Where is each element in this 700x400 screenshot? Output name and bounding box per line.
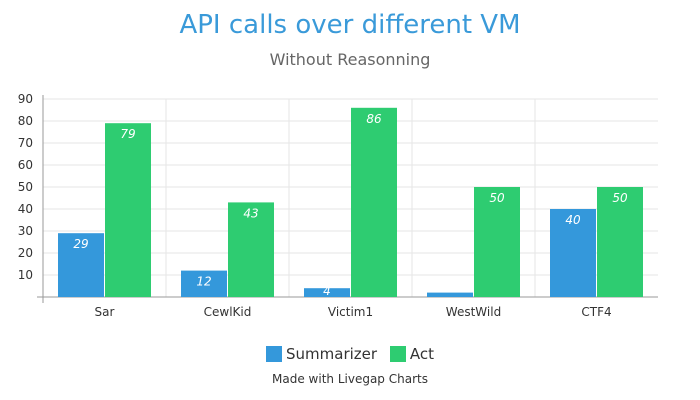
x-tick-label: Sar bbox=[95, 305, 115, 319]
x-tick-label: Victim1 bbox=[328, 305, 373, 319]
chart-footer: Made with Livegap Charts bbox=[272, 372, 428, 386]
bar-summarizer bbox=[304, 288, 350, 297]
chart-subtitle: Without Reasonning bbox=[269, 50, 431, 69]
legend-item-act[interactable]: Act bbox=[389, 345, 434, 363]
y-tick-label: 30 bbox=[18, 224, 33, 238]
legend: Summarizer Act bbox=[0, 345, 700, 366]
data-label-act: 79 bbox=[120, 127, 135, 141]
data-label-summarizer: 29 bbox=[73, 237, 88, 251]
y-tick-label: 70 bbox=[18, 136, 33, 150]
bar-summarizer bbox=[181, 270, 227, 297]
y-tick-label: 20 bbox=[18, 246, 33, 260]
x-tick-label: WestWild bbox=[446, 305, 501, 319]
bar-act bbox=[597, 187, 643, 297]
data-label-act: 86 bbox=[366, 112, 382, 126]
bar-act bbox=[474, 187, 520, 297]
legend-swatch-act bbox=[389, 346, 406, 362]
data-label-act: 50 bbox=[612, 191, 628, 205]
y-tick-label: 90 bbox=[18, 92, 33, 106]
data-label-act: 43 bbox=[243, 206, 258, 220]
legend-label-summarizer: Summarizer bbox=[286, 345, 378, 363]
y-tick-label: 10 bbox=[18, 268, 33, 282]
data-label-act: 50 bbox=[489, 191, 505, 205]
y-tick-label: 40 bbox=[18, 202, 33, 216]
x-tick-label: CewlKid bbox=[204, 305, 252, 319]
data-label-summarizer: 40 bbox=[565, 213, 581, 227]
data-label-summarizer: 4 bbox=[323, 284, 331, 298]
bar-summarizer bbox=[427, 292, 473, 297]
bar-summarizer bbox=[550, 209, 596, 297]
x-tick-label: CTF4 bbox=[581, 305, 611, 319]
bar-act bbox=[351, 107, 397, 297]
legend-label-act: Act bbox=[409, 345, 434, 363]
y-tick-label: 60 bbox=[18, 158, 33, 172]
bar-act bbox=[228, 202, 274, 297]
bar-act bbox=[105, 123, 151, 297]
legend-swatch-summarizer bbox=[266, 346, 282, 362]
bar-summarizer bbox=[58, 233, 104, 297]
y-tick-label: 80 bbox=[18, 114, 33, 128]
legend-item-summarizer[interactable]: Summarizer bbox=[266, 345, 377, 363]
chart-title: API calls over different VM bbox=[179, 10, 521, 40]
data-label-summarizer: 12 bbox=[196, 275, 211, 289]
y-tick-label: 50 bbox=[18, 180, 33, 194]
